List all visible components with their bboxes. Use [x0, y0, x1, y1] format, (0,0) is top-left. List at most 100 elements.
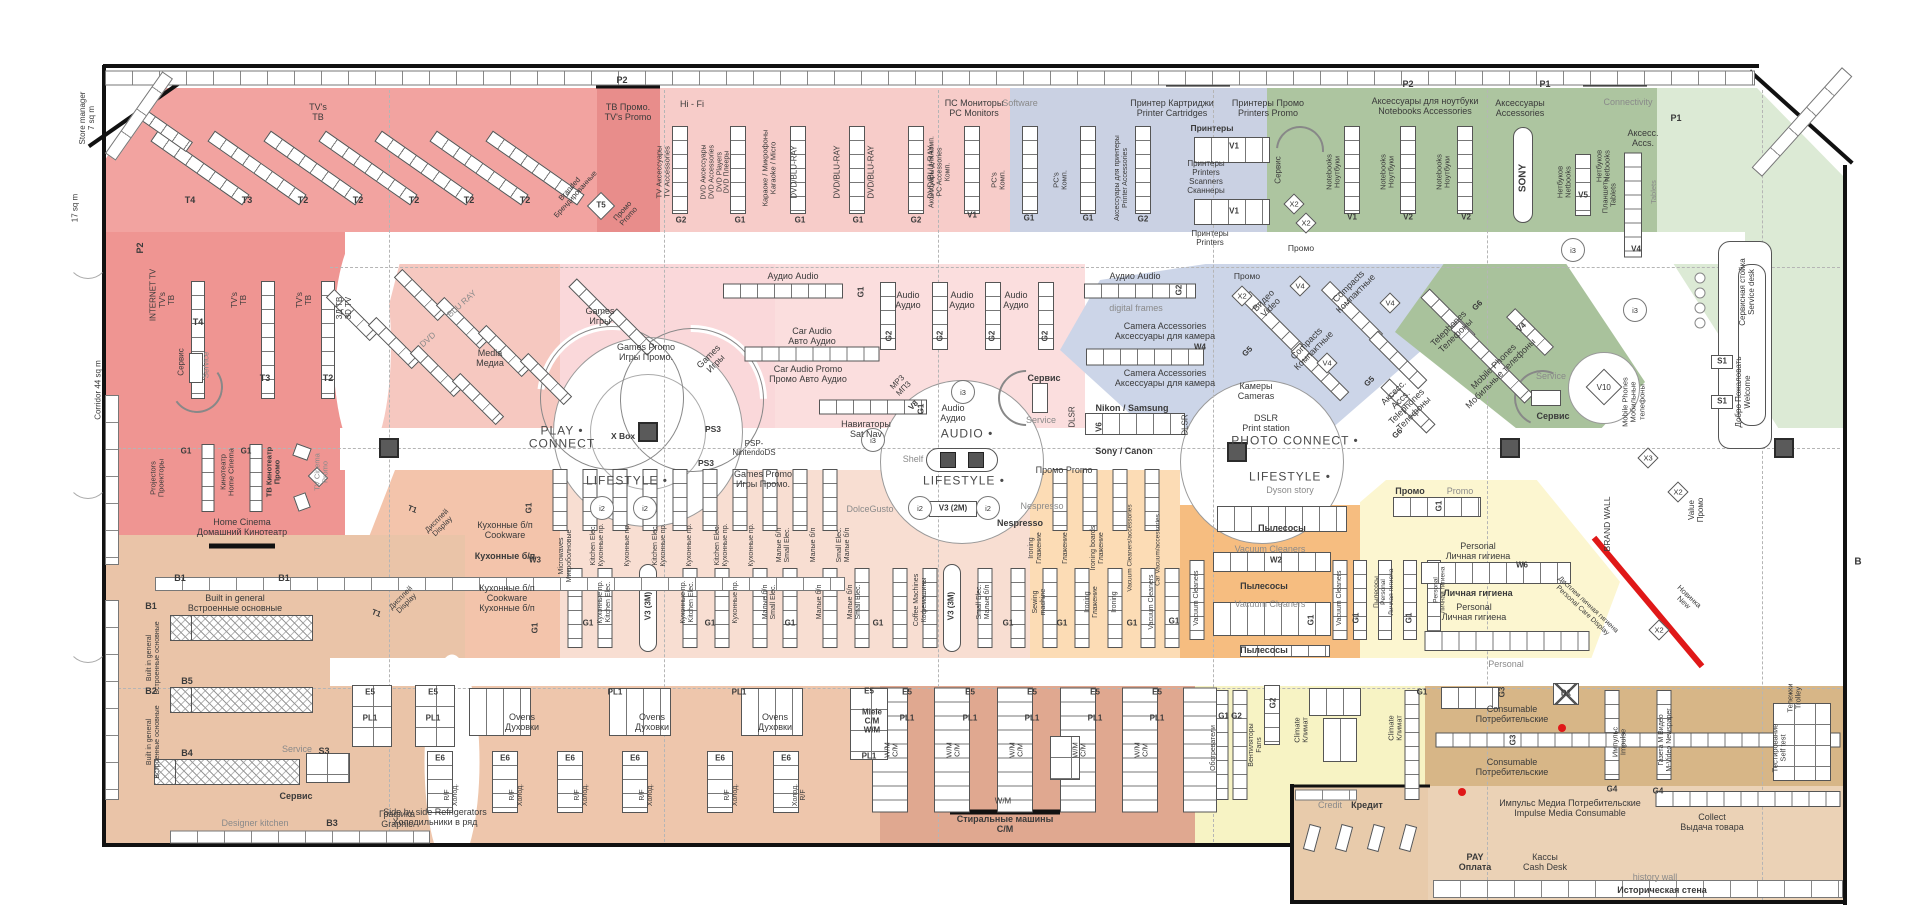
- shelf-unit: [1042, 568, 1058, 648]
- aisle-bottom: [330, 658, 1845, 686]
- shelf-unit: [1144, 469, 1160, 531]
- shelf-unit: [1624, 152, 1642, 258]
- structural-column: [638, 422, 658, 442]
- shelf-unit: [469, 688, 531, 736]
- shelf-unit: [415, 685, 455, 747]
- shelf-unit: [732, 469, 748, 531]
- shelf-unit: [1084, 283, 1196, 299]
- marker-label: V4: [1385, 298, 1395, 308]
- door-arc: [67, 621, 109, 663]
- store-manager-room: Store manager 7 sq m: [78, 91, 96, 145]
- shelf-unit: [1050, 736, 1080, 780]
- marker-label: V4: [1322, 358, 1332, 368]
- shelf-unit: [1140, 568, 1156, 648]
- marker-i2: i2: [633, 496, 657, 520]
- aisle-top: [345, 232, 1745, 264]
- shelf-unit: [1217, 506, 1347, 532]
- shelf-unit: [822, 469, 838, 531]
- column-marker: [968, 452, 984, 468]
- shelf-unit: [1323, 718, 1357, 762]
- shelf-unit: [249, 444, 263, 512]
- shelf-unit: [819, 399, 927, 415]
- crosshatch-block: [1553, 683, 1579, 705]
- shelf-unit: [1309, 688, 1361, 716]
- shelf-unit: [492, 751, 518, 813]
- shelf-unit: [622, 751, 648, 813]
- service-desk-stool: [1694, 317, 1706, 329]
- shelf-unit: [880, 282, 896, 350]
- floor-label: Value Промо: [1687, 497, 1705, 523]
- promo-wall-seg: [596, 83, 660, 89]
- shelf-unit: [672, 469, 688, 531]
- shelf-unit: [1264, 685, 1280, 745]
- shelf-unit: [1711, 395, 1733, 409]
- service-desk-inner: [1738, 264, 1766, 426]
- shelf-unit: [1457, 126, 1473, 214]
- wall-bottom-left: [102, 843, 1292, 847]
- floor-label: Новинка New: [1675, 583, 1704, 611]
- wall-right: [1843, 165, 1847, 905]
- floor-label: 17 sq m: [70, 193, 80, 223]
- service-desk-stool: [1694, 287, 1706, 299]
- marker-i2: i2: [590, 496, 614, 520]
- marker-i3: i3: [1561, 238, 1585, 262]
- shelf-unit: [1232, 690, 1248, 800]
- shelf-unit: [1575, 154, 1591, 216]
- shelf-unit: [1773, 703, 1831, 781]
- shelf-unit: [1082, 469, 1098, 531]
- marker-label: X2: [1673, 487, 1683, 497]
- aisle-curve-left: [333, 232, 391, 458]
- zone-tv-left-room: [105, 232, 345, 535]
- shelf-unit: [1435, 732, 1841, 748]
- shelf-unit: [1112, 469, 1128, 531]
- wall-credit-left: [1290, 784, 1294, 902]
- shelf-unit: [1122, 687, 1158, 813]
- wall-bottom-right: [1290, 900, 1846, 904]
- shelf-unit: [352, 685, 392, 747]
- wall-top: [103, 64, 1759, 68]
- shelf-unit: [1213, 602, 1331, 636]
- shelf-unit: [792, 469, 808, 531]
- shelf-unit: [189, 353, 203, 383]
- structural-column: [1774, 438, 1794, 458]
- shelf-unit: [1080, 126, 1096, 214]
- built-in-block: [170, 687, 192, 713]
- shelf-unit: [929, 501, 977, 517]
- wall-shelving-strip: [170, 830, 430, 844]
- wall-shelving-strip: [105, 395, 119, 565]
- shelf-unit: [1189, 560, 1205, 640]
- shelf-unit: [730, 126, 746, 214]
- column-marker: [940, 452, 956, 468]
- shelf-unit: [702, 469, 718, 531]
- marker-label: X2: [1289, 199, 1299, 209]
- marker-label: X2: [1301, 218, 1311, 228]
- shelf-unit: [557, 751, 583, 813]
- structural-column: [379, 438, 399, 458]
- wall-shelving-strip: [105, 600, 119, 800]
- shelf-unit: [932, 282, 948, 350]
- shelf-unit: [306, 753, 350, 783]
- shelf-unit: [934, 687, 970, 813]
- promo-wall-seg: [209, 543, 275, 549]
- shelf-unit: [1022, 126, 1038, 214]
- shelf-unit: [1240, 645, 1330, 657]
- shelf-unit: [1421, 562, 1571, 584]
- shelf-unit: [1353, 560, 1367, 640]
- marker-label: X2: [1654, 625, 1664, 635]
- shelf-unit: [790, 126, 806, 214]
- marker-i3: i3: [1623, 298, 1647, 322]
- shelf-unit: [707, 751, 733, 813]
- shelf-unit: [1038, 282, 1054, 350]
- built-in-block: [170, 759, 300, 785]
- built-in-block: [191, 615, 313, 641]
- brand-wall: BRAND WALL: [1602, 496, 1613, 552]
- shelf-unit: [1400, 126, 1416, 214]
- shelf-unit: [1194, 137, 1270, 163]
- door-arc: [67, 457, 109, 499]
- shelf-unit: [1441, 687, 1499, 709]
- shelf-unit: [1052, 469, 1068, 531]
- shelf-unit: [854, 568, 870, 648]
- marker-label: V10: [1596, 382, 1612, 392]
- zone-hifi: [660, 88, 1010, 232]
- shelf-unit: [609, 688, 671, 736]
